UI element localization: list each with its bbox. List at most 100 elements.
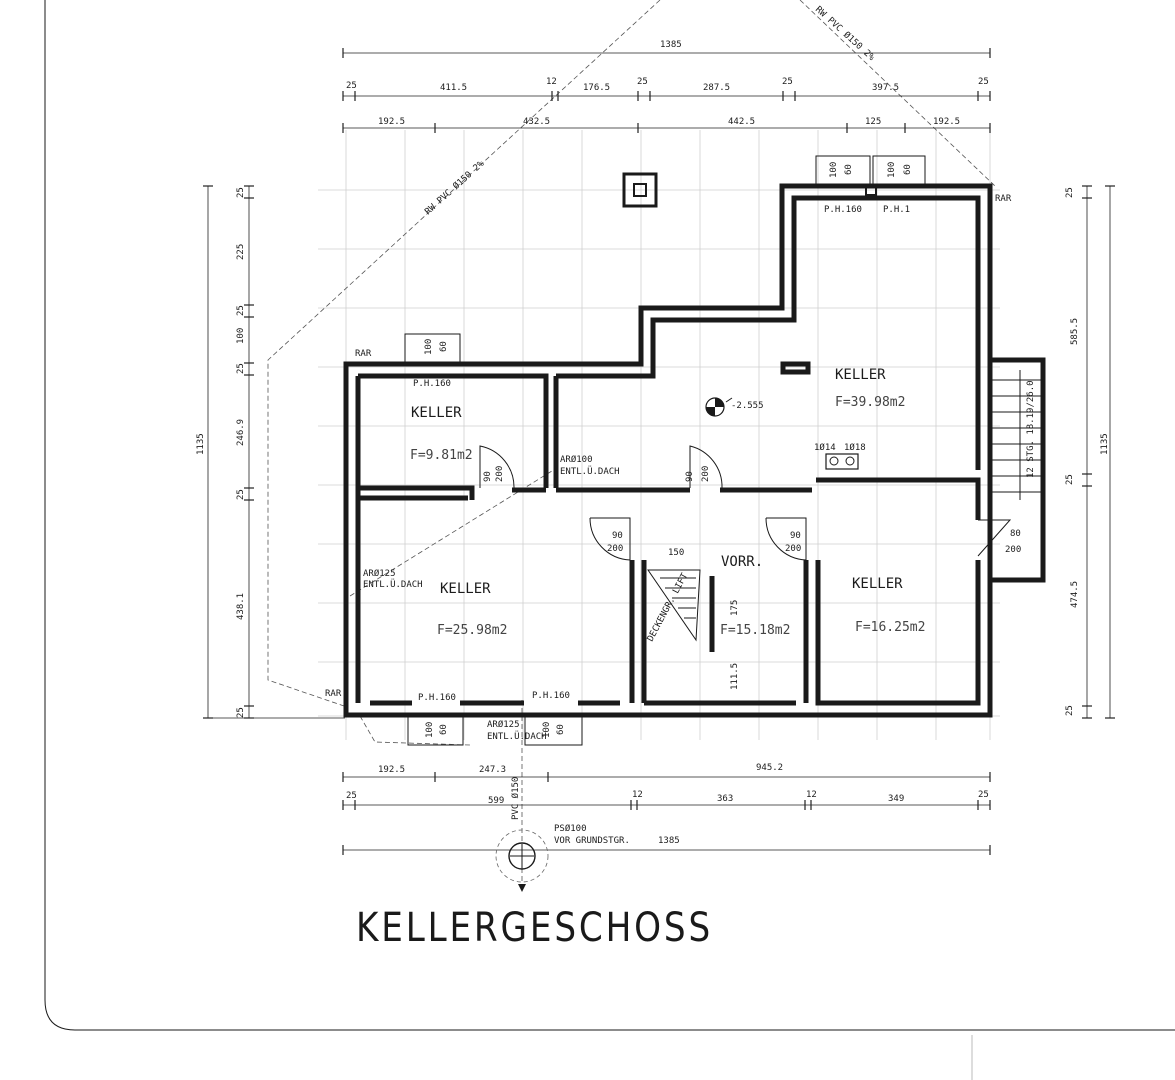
ar125-label-1: ARØ125 — [363, 568, 396, 579]
ar100-label: ARØ100 — [560, 454, 593, 465]
room-area-keller-1: F=9.81m2 — [410, 448, 473, 463]
dim-right-0: 25 — [1065, 187, 1075, 198]
dim-left-8: 25 — [236, 707, 246, 718]
door-swings — [479, 445, 1012, 561]
dim-top-r1-0: 25 — [346, 81, 357, 91]
dim-top-r2-4: 192.5 — [933, 117, 960, 127]
door-90-2: 90 — [685, 471, 695, 482]
door-90-1: 90 — [483, 471, 493, 482]
opening-111: 111.5 — [730, 663, 740, 690]
w100-label-5: 100 — [542, 722, 552, 738]
w60-label-1: 60 — [439, 341, 449, 352]
dim-bottom-r2-1: 599 — [488, 796, 504, 806]
dim-left-1: 225 — [236, 244, 246, 260]
dim-bottom-r2-3: 363 — [717, 794, 733, 804]
w60-label-5: 60 — [556, 724, 566, 735]
drain-label-left: RW PVC Ø150 2% — [423, 158, 487, 217]
room-area-vorr: F=15.18m2 — [720, 623, 790, 638]
room-name-keller-3: KELLER — [440, 581, 491, 597]
dim-bottom-r2-6: 25 — [978, 790, 989, 800]
dim-top-r2-1: 432.5 — [523, 117, 550, 127]
rar-label-1: RAR — [355, 349, 372, 359]
door-200-4: 200 — [785, 544, 801, 554]
dim-right-4: 25 — [1065, 705, 1075, 716]
d18-label: 1Ø18 — [844, 442, 866, 453]
w60-label-3: 60 — [903, 164, 913, 175]
dim-top-r1-5: 287.5 — [703, 83, 730, 93]
dim-top-r1-7: 397.5 — [872, 83, 899, 93]
dim-bottom-r2-2: 12 — [632, 790, 643, 800]
lift-hatch — [647, 569, 701, 642]
level-marker-icon — [705, 397, 733, 417]
w60-label-4: 60 — [439, 724, 449, 735]
door-90-4: 90 — [790, 531, 801, 541]
dim-left-0: 25 — [236, 187, 246, 198]
level-label: -2.555 — [731, 401, 764, 411]
chimney — [622, 172, 658, 208]
dim-top-r1-6: 25 — [782, 77, 793, 87]
staircase — [991, 361, 1042, 579]
w60-label-2: 60 — [844, 164, 854, 175]
dim-bottom-r1-2: 945.2 — [756, 763, 783, 773]
door-200-2: 200 — [701, 466, 711, 482]
dim-left-5: 246.9 — [236, 419, 246, 446]
entl-dach-label-3: ENTL.Ü.DACH — [487, 731, 547, 742]
dim-bottom-r2-4: 12 — [806, 790, 817, 800]
door-200-5: 200 — [1005, 545, 1021, 555]
door-200-1: 200 — [495, 466, 505, 482]
dim-top-r1-3: 176.5 — [583, 83, 610, 93]
ph1-label: P.H.1 — [883, 205, 910, 215]
entl-dach-label-1: ENTL.Ü.DACH — [560, 466, 620, 477]
dim-top-r1-1: 411.5 — [440, 83, 467, 93]
room-area-keller-4: F=16.25m2 — [855, 620, 925, 635]
ph160-label-1: P.H.160 — [413, 379, 451, 389]
lift-label: DECKENGR. LIFT — [646, 571, 691, 643]
rar-label-2: RAR — [995, 194, 1012, 204]
dim-top-r2-3: 125 — [865, 117, 881, 127]
door-200-3: 200 — [607, 544, 623, 554]
dimension-lines — [205, 52, 1111, 851]
construction-grid — [318, 130, 1000, 740]
room-area-keller-2: F=39.98m2 — [835, 395, 905, 410]
dim-right-2: 25 — [1065, 474, 1075, 485]
drainage-lines — [267, 0, 996, 890]
w100-label-4: 100 — [425, 722, 435, 738]
w100-label-3: 100 — [887, 162, 897, 178]
dim-bottom-r1-0: 192.5 — [378, 765, 405, 775]
dim-bottom-r2-5: 349 — [888, 794, 904, 804]
vor-grundstgr-label: VOR GRUNDSTGR. — [554, 836, 630, 846]
grundstgr-length-label: 1385 — [658, 836, 680, 846]
dim-top-r1-8: 25 — [978, 77, 989, 87]
sheet-border — [44, 0, 1175, 1031]
dimension-ticks — [203, 48, 1115, 855]
dim-left-7: 438.1 — [236, 593, 246, 620]
entl-dach-label-2: ENTL.Ü.DACH — [363, 579, 423, 590]
dim-left-3: 100 — [236, 328, 246, 344]
door-80: 80 — [1010, 529, 1021, 539]
dim-left-6: 25 — [236, 489, 246, 500]
room-name-keller-2: KELLER — [835, 367, 886, 383]
rar-label-3: RAR — [325, 689, 342, 699]
dim-top-r2-2: 442.5 — [728, 117, 755, 127]
stairs-label: 12 STG. 18.19/26.0 — [1026, 380, 1036, 478]
d14-label: 1Ø14 — [814, 442, 836, 453]
room-name-vorr: VORR. — [721, 554, 763, 570]
w100-label-2: 100 — [829, 162, 839, 178]
dim-right-3: 474.5 — [1070, 581, 1080, 608]
walls — [343, 183, 1046, 718]
windows — [404, 155, 926, 746]
dim-right-total: 1135 — [1100, 433, 1110, 455]
dim-top-total: 1385 — [660, 40, 682, 50]
dim-left-total: 1135 — [196, 433, 206, 455]
pvc-vertical-label: PVC Ø150 — [510, 777, 521, 820]
dim-left-4: 25 — [236, 363, 246, 374]
dim-top-r1-2: 12 — [546, 77, 557, 87]
door-90-3: 90 — [612, 531, 623, 541]
room-name-keller-4: KELLER — [852, 576, 903, 592]
ps100-label: PSØ100 — [554, 823, 587, 834]
manhole-icon — [495, 829, 549, 892]
ar125-label-2: ARØ125 — [487, 719, 520, 730]
w100-label-1: 100 — [424, 339, 434, 355]
sink-symbol — [825, 453, 859, 470]
